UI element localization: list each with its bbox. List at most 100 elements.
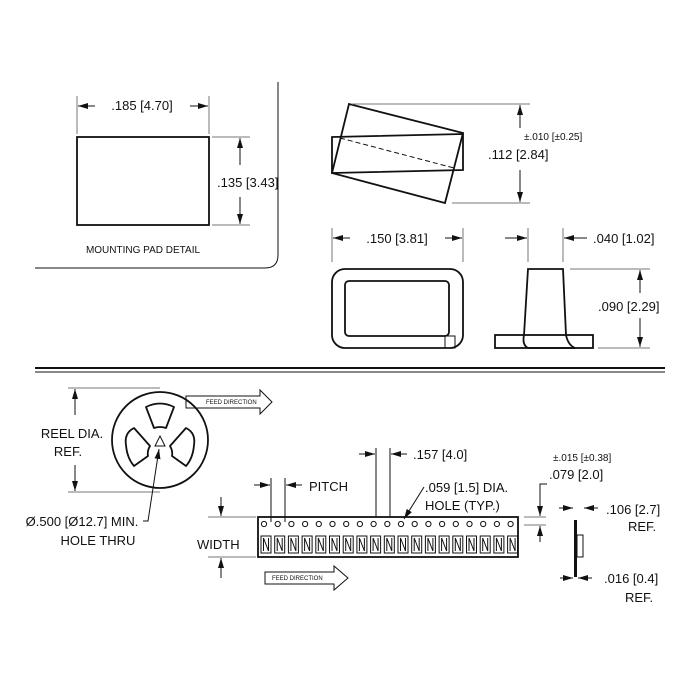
width-label: WIDTH <box>197 537 240 552</box>
component-glyph-icon <box>468 537 475 552</box>
component-glyph-icon <box>400 537 406 552</box>
component-height-dim: .112 [2.84] <box>488 147 548 162</box>
pocket <box>274 535 286 554</box>
sprocket-hole <box>343 520 350 528</box>
component-glyph-icon <box>509 537 516 552</box>
component-glyph-icon <box>372 537 379 552</box>
tape-body <box>257 516 519 558</box>
reel-view: REEL DIA. REF. Ø.500 [Ø12.7] MIN. HOLE T… <box>26 387 273 548</box>
pocket <box>315 535 327 554</box>
tape-profile <box>574 520 577 577</box>
component-glyph-icon <box>263 537 269 552</box>
tape-thickness-dim: .016 [0.4] <box>604 571 658 586</box>
sprocket-hole <box>466 520 473 528</box>
hole-leader <box>143 448 161 522</box>
tape-thickness-ref: REF. <box>625 590 653 605</box>
sprocket-hole <box>411 520 418 528</box>
hole-dia-dim: .059 [1.5] DIA. <box>425 480 508 495</box>
pocket <box>438 535 450 554</box>
tape-feed-direction-arrow <box>264 564 349 592</box>
reel-dia-label: REEL DIA. <box>41 426 103 441</box>
component-glyph-icon <box>345 537 352 552</box>
component-glyph-icon <box>331 537 338 552</box>
sprocket-hole <box>274 520 281 528</box>
component-glyph-icon <box>427 537 434 552</box>
hole-dia-label: Ø.500 [Ø12.7] MIN. <box>26 514 139 529</box>
component-side-view: .040 [1.02] .090 [2.29] <box>494 228 659 349</box>
pad-width-dim: .185 [4.70] <box>111 98 172 113</box>
component-glyph-icon <box>482 537 489 552</box>
reel-outline <box>111 391 209 489</box>
component-front-view: .150 [3.81] <box>331 228 464 349</box>
pocket <box>370 535 382 554</box>
edge-tolerance: ±.015 [±0.38] <box>553 453 611 464</box>
pocket <box>260 535 272 554</box>
pocket-depth-ref: REF. <box>628 519 656 534</box>
sprocket-hole <box>507 520 514 528</box>
pocket-depth-dim: .106 [2.7] <box>606 502 660 517</box>
mounting-pad-detail: .185 [4.70] .135 [3.43] MOUNTING PAD DET… <box>35 82 279 269</box>
pocket <box>452 535 464 554</box>
reel-hub <box>154 434 166 447</box>
sprocket-hole <box>452 520 459 528</box>
pocket <box>479 535 491 554</box>
pocket <box>301 535 313 554</box>
tape-feed-direction-label: FEED DIRECTION <box>272 576 323 582</box>
sprocket-hole <box>480 520 487 528</box>
sprocket-hole <box>439 520 446 528</box>
feed-direction-arrow <box>185 388 273 416</box>
hole-typ-label: HOLE (TYP.) <box>425 498 500 513</box>
sprocket-hole <box>315 520 322 528</box>
pocket <box>342 535 354 554</box>
component-glyph-icon <box>454 537 461 552</box>
pocket <box>356 535 368 554</box>
detail-border <box>35 82 279 269</box>
pocket <box>507 535 519 554</box>
hole-spacing-dim: .157 [4.0] <box>413 447 467 462</box>
feed-direction-label: FEED DIRECTION <box>206 400 257 406</box>
mounting-pad-hatched <box>76 136 210 226</box>
reel-dia-ref: REF. <box>54 444 82 459</box>
component-tilted-view: ±.010 [±0.25] .112 [2.84] <box>330 102 582 205</box>
pitch-label: PITCH <box>309 479 348 494</box>
sprocket-hole <box>384 520 391 528</box>
component-glyph-icon <box>441 537 448 552</box>
pocket <box>424 535 436 554</box>
component-glyph-icon <box>304 537 311 552</box>
component-glyph-icon <box>495 537 502 552</box>
sprocket-hole <box>356 520 363 528</box>
pocket <box>411 535 423 554</box>
pocket <box>466 535 477 554</box>
sprocket-hole <box>370 520 377 528</box>
component-length-dim: .150 [3.81] <box>366 231 427 246</box>
sprocket-hole <box>302 520 309 528</box>
carrier-tape: PITCH .157 [4.0] .059 [1.5] DIA. HOLE (T… <box>197 447 660 605</box>
component-glyph-icon <box>317 537 324 552</box>
sprocket-hole <box>425 520 432 528</box>
mounting-pad-label: MOUNTING PAD DETAIL <box>86 245 201 256</box>
component-glyph-icon <box>386 537 393 552</box>
height-tolerance: ±.010 [±0.25] <box>524 132 582 143</box>
pocket <box>287 535 299 554</box>
pad-height-dim: .135 [3.43] <box>217 175 278 190</box>
pocket <box>397 535 409 554</box>
sprocket-holes <box>260 520 514 528</box>
pocket <box>493 535 505 554</box>
sprocket-hole <box>260 520 268 528</box>
reel-cutout <box>145 402 175 429</box>
component-thickness-dim: .040 [1.02] <box>593 231 654 246</box>
sprocket-hole <box>493 520 500 528</box>
sprocket-hole <box>329 520 336 528</box>
component-glyph-icon <box>276 537 283 552</box>
component-glyph-icon <box>358 537 365 552</box>
pocket <box>329 535 340 554</box>
component-pockets <box>260 535 519 554</box>
sprocket-hole <box>288 520 295 528</box>
hole-thru-label: HOLE THRU <box>61 533 136 548</box>
component-glyph-icon <box>290 537 297 552</box>
component-body-height-dim: .090 [2.29] <box>598 299 659 314</box>
component-glyph-icon <box>413 537 420 552</box>
edge-dim: .079 [2.0] <box>549 467 603 482</box>
